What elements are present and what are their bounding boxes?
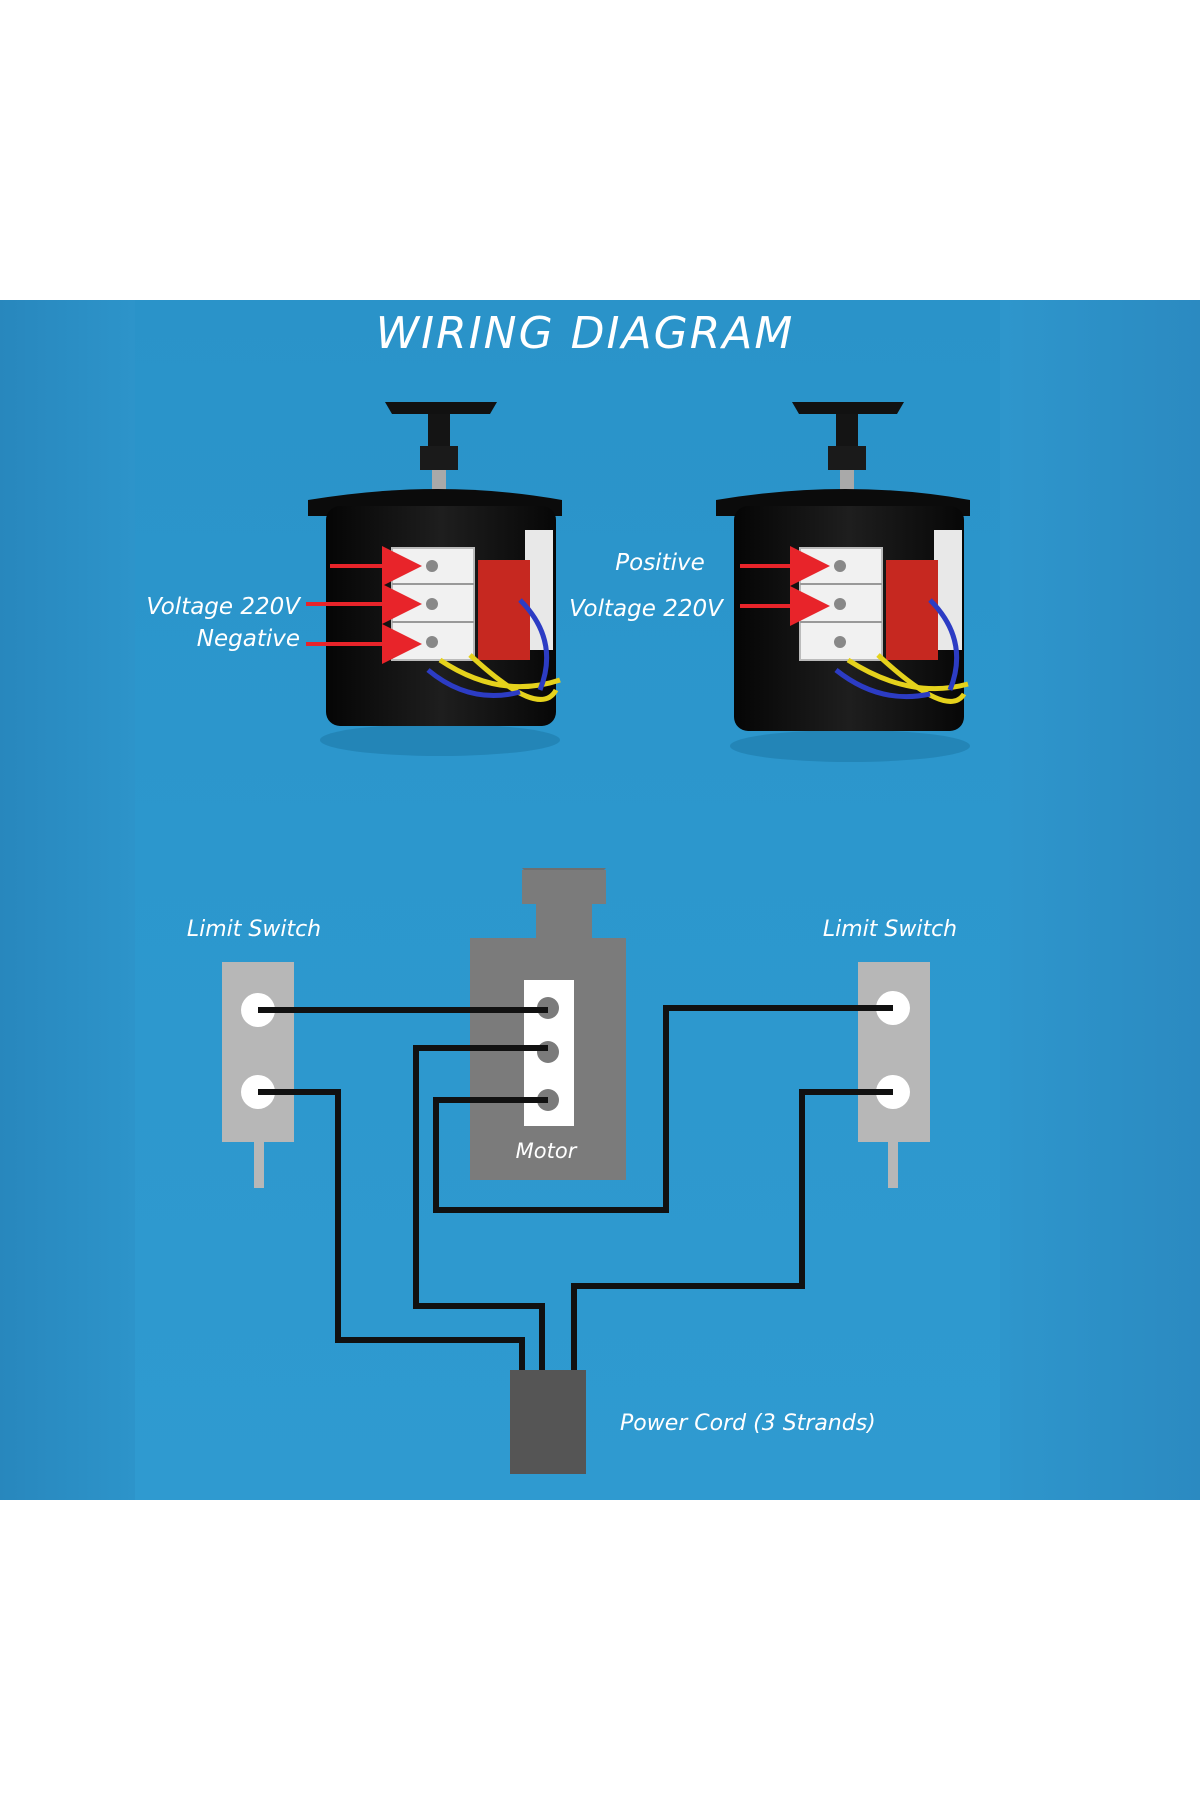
left-photo-label-voltage: Voltage 220V bbox=[146, 594, 302, 620]
schematic-wires bbox=[258, 1005, 893, 1370]
wire-motor-3-to-right-switch bbox=[433, 1005, 893, 1213]
right-limit-switch bbox=[858, 962, 930, 1188]
wire-left-switch-to-power bbox=[258, 1089, 525, 1370]
panel-shade-left bbox=[0, 300, 135, 1500]
right-photo-label-positive: Positive bbox=[615, 550, 704, 576]
wire-motor-2-to-power bbox=[413, 1045, 548, 1370]
panel-shade-right bbox=[1000, 300, 1200, 1500]
right-motor-photo bbox=[716, 402, 970, 762]
left-limit-switch-label: Limit Switch bbox=[187, 917, 321, 942]
left-motor-photo bbox=[306, 402, 562, 756]
diagram-title: WIRING DIAGRAM bbox=[376, 308, 795, 359]
right-limit-switch-label: Limit Switch bbox=[823, 917, 957, 942]
power-cord-label: Power Cord (3 Strands) bbox=[620, 1411, 876, 1436]
left-limit-switch bbox=[222, 962, 294, 1188]
right-photo-label-voltage: Voltage 220V bbox=[569, 596, 725, 622]
diagram-panel bbox=[0, 300, 1200, 1500]
motor-label: Motor bbox=[516, 1139, 578, 1163]
wire-right-switch-to-power bbox=[571, 1089, 893, 1370]
power-cord-box bbox=[510, 1370, 586, 1474]
left-photo-label-negative: Negative bbox=[197, 626, 300, 652]
motor-schematic bbox=[470, 868, 626, 1180]
